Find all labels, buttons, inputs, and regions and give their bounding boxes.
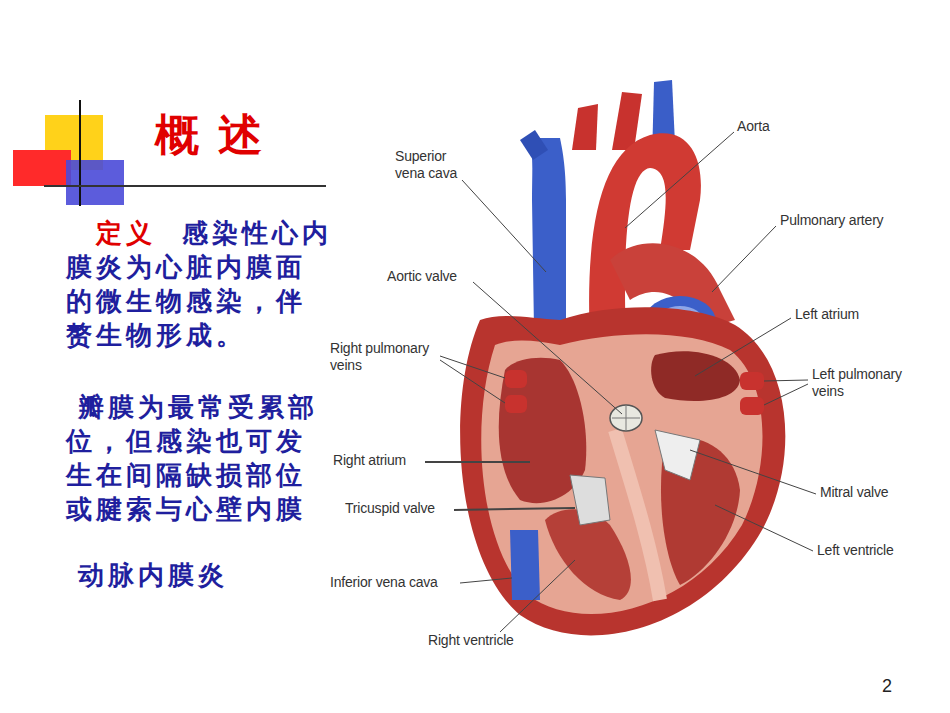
part-label: Aorta [737, 118, 797, 135]
tricuspid-valve [570, 475, 610, 525]
part-label: Pulmonary artery [780, 212, 910, 229]
deco-line [79, 100, 81, 206]
part-label: Left atrium [795, 306, 885, 323]
mitral-valve [655, 430, 700, 480]
part-label: Superior vena cava [395, 148, 467, 182]
aortic-valve [610, 405, 642, 431]
part-label: Inferior vena cava [330, 574, 460, 591]
vein-branch [520, 130, 548, 160]
cut-surface [481, 334, 762, 614]
part-label: Mitral valve [820, 484, 920, 501]
inferior-vena-cava [510, 530, 540, 600]
deco-line [44, 185, 326, 187]
text-paragraph: 瓣膜为最常受累部位，但感染也可发生在间隔缺损部位或腱索与心壁内膜 [66, 390, 334, 526]
leader-lines [425, 132, 816, 632]
part-label: Right ventricle [428, 632, 548, 649]
septum [615, 430, 660, 600]
superior-vena-cava [528, 138, 566, 330]
heart-wall [460, 307, 785, 635]
part-label: Right pulmonary veins [330, 340, 438, 374]
artery-branch [572, 104, 598, 150]
slide-title: 概 述 [155, 106, 264, 165]
page-number: 2 [882, 676, 892, 697]
part-label: Right atrium [333, 452, 423, 469]
pulmonary-vein [505, 370, 527, 388]
deco-square [13, 150, 71, 186]
part-label: Left ventricle [817, 542, 927, 559]
part-label: Aortic valve [387, 268, 477, 285]
part-label: Tricuspid valve [345, 500, 455, 517]
pulmonary-vein [505, 395, 527, 413]
definition-term: 定义 [96, 218, 156, 248]
pulmonary-vein [740, 397, 764, 415]
part-label: Left pulmonary veins [812, 366, 927, 400]
deco-square [66, 160, 124, 205]
text-paragraph: 定义感染性心内膜炎为心脏内膜面的微生物感染，伴赘生物形成。 [66, 216, 334, 352]
pulmonary-vein [740, 372, 764, 390]
text-paragraph: 动脉内膜炎 [78, 558, 228, 592]
